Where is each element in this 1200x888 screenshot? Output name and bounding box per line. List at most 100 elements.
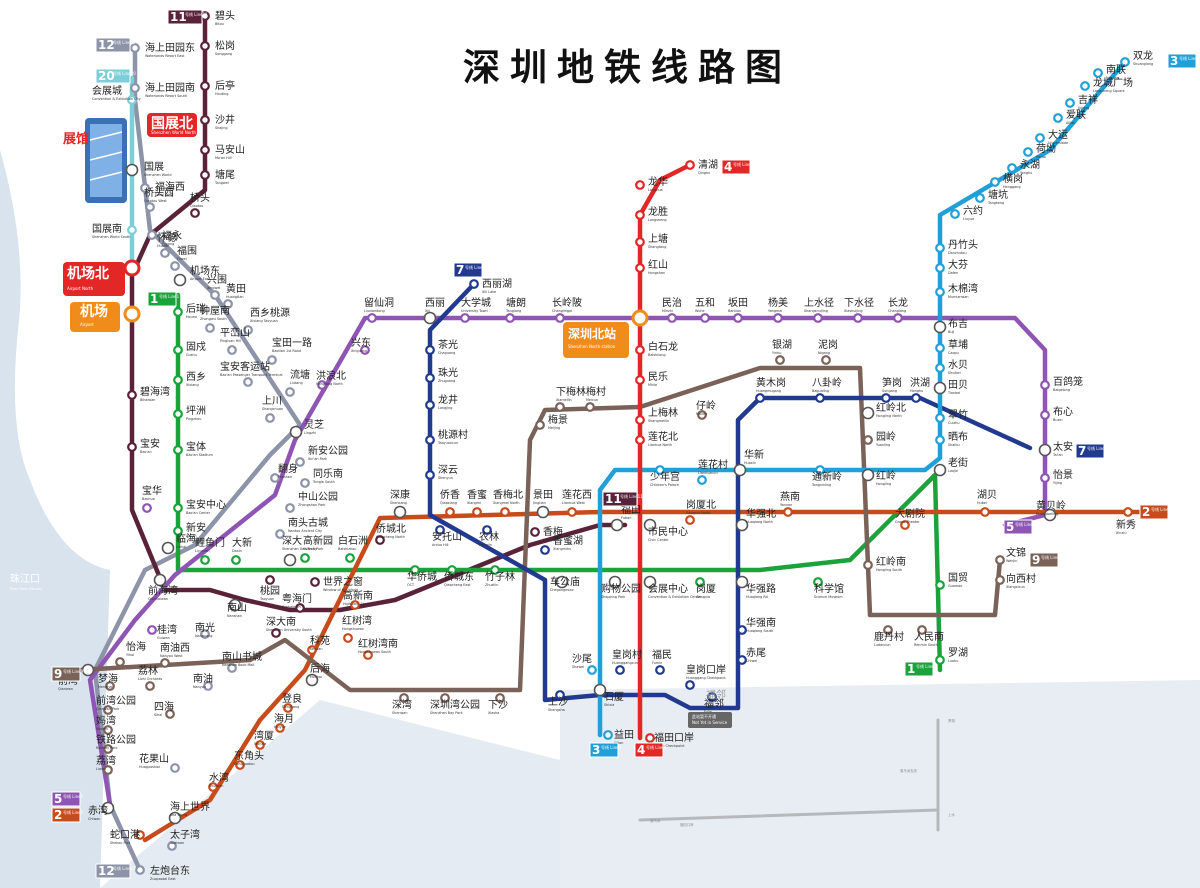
- station-longjing-marker[interactable]: [425, 400, 435, 410]
- station-liuyue-marker[interactable]: [950, 209, 960, 219]
- station-qianhaiwan-marker[interactable]: [153, 573, 167, 587]
- station-taiziwan-marker[interactable]: [167, 841, 177, 851]
- station-honglang-north-marker[interactable]: [317, 380, 327, 390]
- station-tanglang-marker[interactable]: [505, 313, 515, 323]
- station-shangtang-marker[interactable]: [635, 237, 645, 247]
- station-lianhua-west-marker[interactable]: [567, 507, 577, 517]
- station-huaqiang-south-marker[interactable]: [737, 625, 747, 635]
- station-xin-an-marker[interactable]: [173, 526, 183, 536]
- station-he-ao-marker[interactable]: [1023, 147, 1033, 157]
- station-henggang-marker[interactable]: [990, 177, 1000, 187]
- station-shangsha-marker[interactable]: [555, 690, 565, 700]
- station-xili-lake-marker[interactable]: [469, 279, 479, 289]
- station-shangchuan-marker[interactable]: [265, 413, 275, 423]
- station-minzhi-marker[interactable]: [667, 313, 677, 323]
- station-zhuguang-marker[interactable]: [425, 373, 435, 383]
- station-zuopaotai-east-marker[interactable]: [135, 865, 145, 875]
- station-longhua-marker[interactable]: [635, 180, 645, 190]
- station-chiwan-marker[interactable]: [101, 801, 115, 815]
- station-xiangmei-north-marker[interactable]: [500, 507, 510, 517]
- station-shuiwan-marker[interactable]: [208, 782, 218, 792]
- station-yuehaimen-marker[interactable]: [295, 603, 305, 613]
- station-hongshan-marker[interactable]: [635, 263, 645, 273]
- station-xingwei-marker[interactable]: [210, 290, 220, 300]
- station-meicun-marker[interactable]: [585, 402, 595, 412]
- station-huaqiang-rd-marker[interactable]: [735, 575, 749, 589]
- station-qiaotou-marker[interactable]: [190, 208, 200, 218]
- station-fuyong-marker[interactable]: [147, 230, 157, 240]
- station-huanggang-checkpoint-marker[interactable]: [685, 680, 695, 690]
- station-waterlands-resort-south-marker[interactable]: [130, 83, 140, 93]
- station-fuhai-west-marker[interactable]: [140, 183, 150, 193]
- station-meijing-marker[interactable]: [535, 420, 545, 430]
- station-honghu-marker[interactable]: [911, 393, 921, 403]
- station-universiade-marker[interactable]: [1035, 133, 1045, 143]
- station-lingzhi-marker[interactable]: [289, 425, 303, 439]
- station-xinxiu-marker[interactable]: [1123, 507, 1133, 517]
- station-nanyou-west-marker[interactable]: [160, 658, 170, 668]
- station-qianwan-marker[interactable]: [81, 663, 95, 677]
- station-minle-marker[interactable]: [635, 375, 645, 385]
- station-antuo-hill-marker[interactable]: [435, 525, 445, 535]
- station-longsheng-marker[interactable]: [635, 210, 645, 220]
- highlight-jichangbei-marker[interactable]: [123, 259, 141, 277]
- station-shaibu-marker[interactable]: [935, 435, 945, 445]
- station-convention-exhibition-city-marker[interactable]: [127, 95, 137, 105]
- station-pingluan-hill-marker[interactable]: [227, 345, 237, 355]
- station-qianwan-park-marker[interactable]: [103, 705, 113, 715]
- station-shenkang-marker[interactable]: [393, 505, 407, 519]
- station-wanxia-marker[interactable]: [255, 740, 265, 750]
- station-taoyuancun-marker[interactable]: [425, 435, 435, 445]
- station-tai-an-marker[interactable]: [1038, 443, 1052, 457]
- station-waterlands-resort-east-marker[interactable]: [130, 43, 140, 53]
- station-qiaocheng-north-marker[interactable]: [375, 535, 385, 545]
- station-guiwan-marker[interactable]: [147, 625, 157, 635]
- station-fanshen-marker[interactable]: [270, 473, 280, 483]
- station-longcheng-square-marker[interactable]: [1080, 81, 1090, 91]
- station-tongxinling-marker[interactable]: [815, 465, 825, 475]
- station-songgang-marker[interactable]: [200, 41, 210, 51]
- station-bao-an-stadium-marker[interactable]: [173, 445, 183, 455]
- station-danzhutou-marker[interactable]: [935, 243, 945, 253]
- station-wuhe-marker[interactable]: [700, 313, 710, 323]
- station-caopu-marker[interactable]: [935, 343, 945, 353]
- station-bao-an-passenger-transport-terminal-marker[interactable]: [243, 377, 253, 387]
- station-xiashuijing-marker[interactable]: [853, 313, 863, 323]
- station-sihai-marker[interactable]: [165, 709, 175, 719]
- station-nanguang-marker[interactable]: [200, 629, 210, 639]
- station-houhai-marker[interactable]: [305, 673, 319, 687]
- station-shangshuijing-marker[interactable]: [813, 313, 823, 323]
- station-nigang-marker[interactable]: [821, 355, 831, 365]
- station-qinghu-marker[interactable]: [685, 160, 695, 170]
- station-convention-exhibition-center-marker[interactable]: [643, 575, 657, 589]
- station-shuanglong-marker[interactable]: [1120, 57, 1130, 67]
- station-bao-an-marker[interactable]: [127, 442, 137, 452]
- station-ludancun-marker[interactable]: [883, 625, 893, 635]
- station-guomao-marker[interactable]: [935, 580, 945, 590]
- station-huanggangcun-marker[interactable]: [615, 665, 625, 675]
- station-pingzhou-marker[interactable]: [173, 409, 183, 419]
- station-oct-marker[interactable]: [410, 565, 420, 575]
- station-hongshuwan-marker[interactable]: [343, 633, 353, 643]
- station-baishizhou-marker[interactable]: [345, 553, 355, 563]
- station-huangtian-marker[interactable]: [223, 299, 233, 309]
- station-bantian-marker[interactable]: [733, 313, 743, 323]
- station-xiangmei-marker[interactable]: [530, 527, 540, 537]
- station-hongling-north-marker[interactable]: [861, 406, 875, 420]
- station-shenzhen-bay-park-marker[interactable]: [440, 693, 450, 703]
- station-children-s-palace-marker[interactable]: [655, 465, 665, 475]
- station-shenyun-marker[interactable]: [425, 470, 435, 480]
- station-hi-tech-park-marker[interactable]: [300, 553, 310, 563]
- station-hubei-marker[interactable]: [980, 507, 990, 517]
- station-lianhuacun-marker[interactable]: [697, 475, 707, 485]
